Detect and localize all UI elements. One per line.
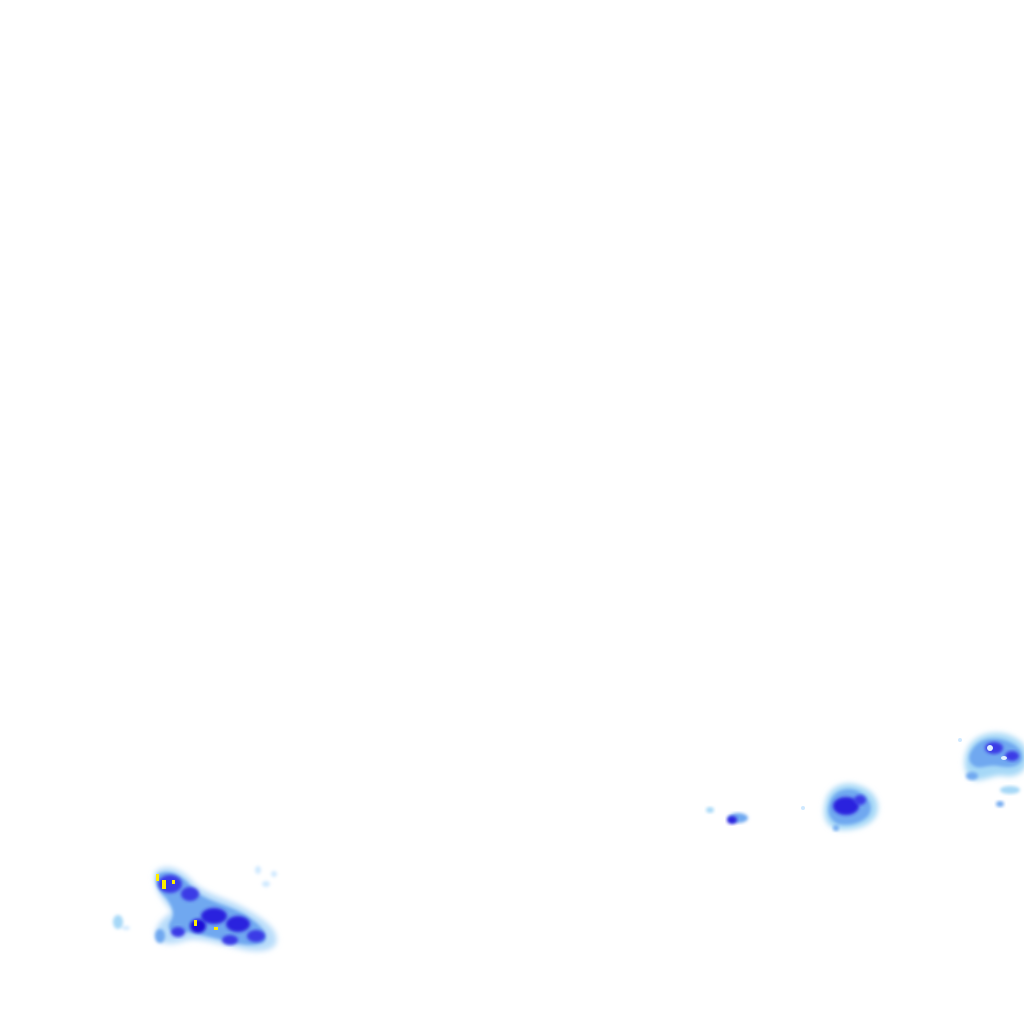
echo-fragment bbox=[996, 801, 1004, 807]
echo-fragment bbox=[155, 929, 165, 943]
echo-fragment bbox=[1000, 786, 1020, 794]
echo-fragment bbox=[255, 866, 261, 874]
echo-cell-southeast bbox=[824, 783, 879, 831]
echo-heavy-core bbox=[222, 935, 238, 945]
echo-heavy-core bbox=[201, 908, 227, 924]
echo-intense-pixel bbox=[156, 874, 159, 881]
echo-fragment bbox=[801, 806, 805, 810]
echo-heavy-core bbox=[247, 930, 265, 942]
echo-heavy-core bbox=[854, 795, 866, 805]
echo-heavy-core bbox=[158, 875, 182, 893]
echo-gap bbox=[987, 745, 993, 751]
echo-gap bbox=[1001, 756, 1007, 760]
echo-cell-east-edge-cluster bbox=[958, 732, 1024, 807]
echo-intense-pixel bbox=[172, 880, 175, 884]
echo-fragment bbox=[122, 926, 130, 930]
echo-heavy-core bbox=[190, 919, 206, 933]
echo-fragment bbox=[706, 807, 714, 813]
echo-heavy-core bbox=[1005, 751, 1019, 761]
echo-cell-south-central-fleck bbox=[706, 806, 805, 824]
echo-intense-pixel bbox=[194, 920, 197, 926]
echo-heavy-core bbox=[833, 797, 859, 815]
echo-fragment bbox=[113, 915, 123, 929]
echo-fragment bbox=[262, 881, 270, 887]
echo-heavy-core bbox=[727, 816, 737, 824]
echo-heavy-core bbox=[181, 887, 199, 901]
echo-heavy-core bbox=[226, 916, 250, 932]
echo-fragment bbox=[833, 825, 839, 831]
echo-fragment bbox=[958, 738, 962, 742]
echo-intense-pixel bbox=[162, 880, 166, 889]
echo-cell-southwest-fragments bbox=[113, 866, 277, 943]
echo-heavy-core bbox=[171, 927, 185, 937]
echo-cell-southwest-band bbox=[154, 867, 277, 952]
echo-fragment bbox=[966, 772, 978, 780]
echo-fragment bbox=[271, 871, 277, 877]
echo-intense-pixel bbox=[214, 927, 218, 930]
echo-heavy-core bbox=[985, 742, 1003, 754]
